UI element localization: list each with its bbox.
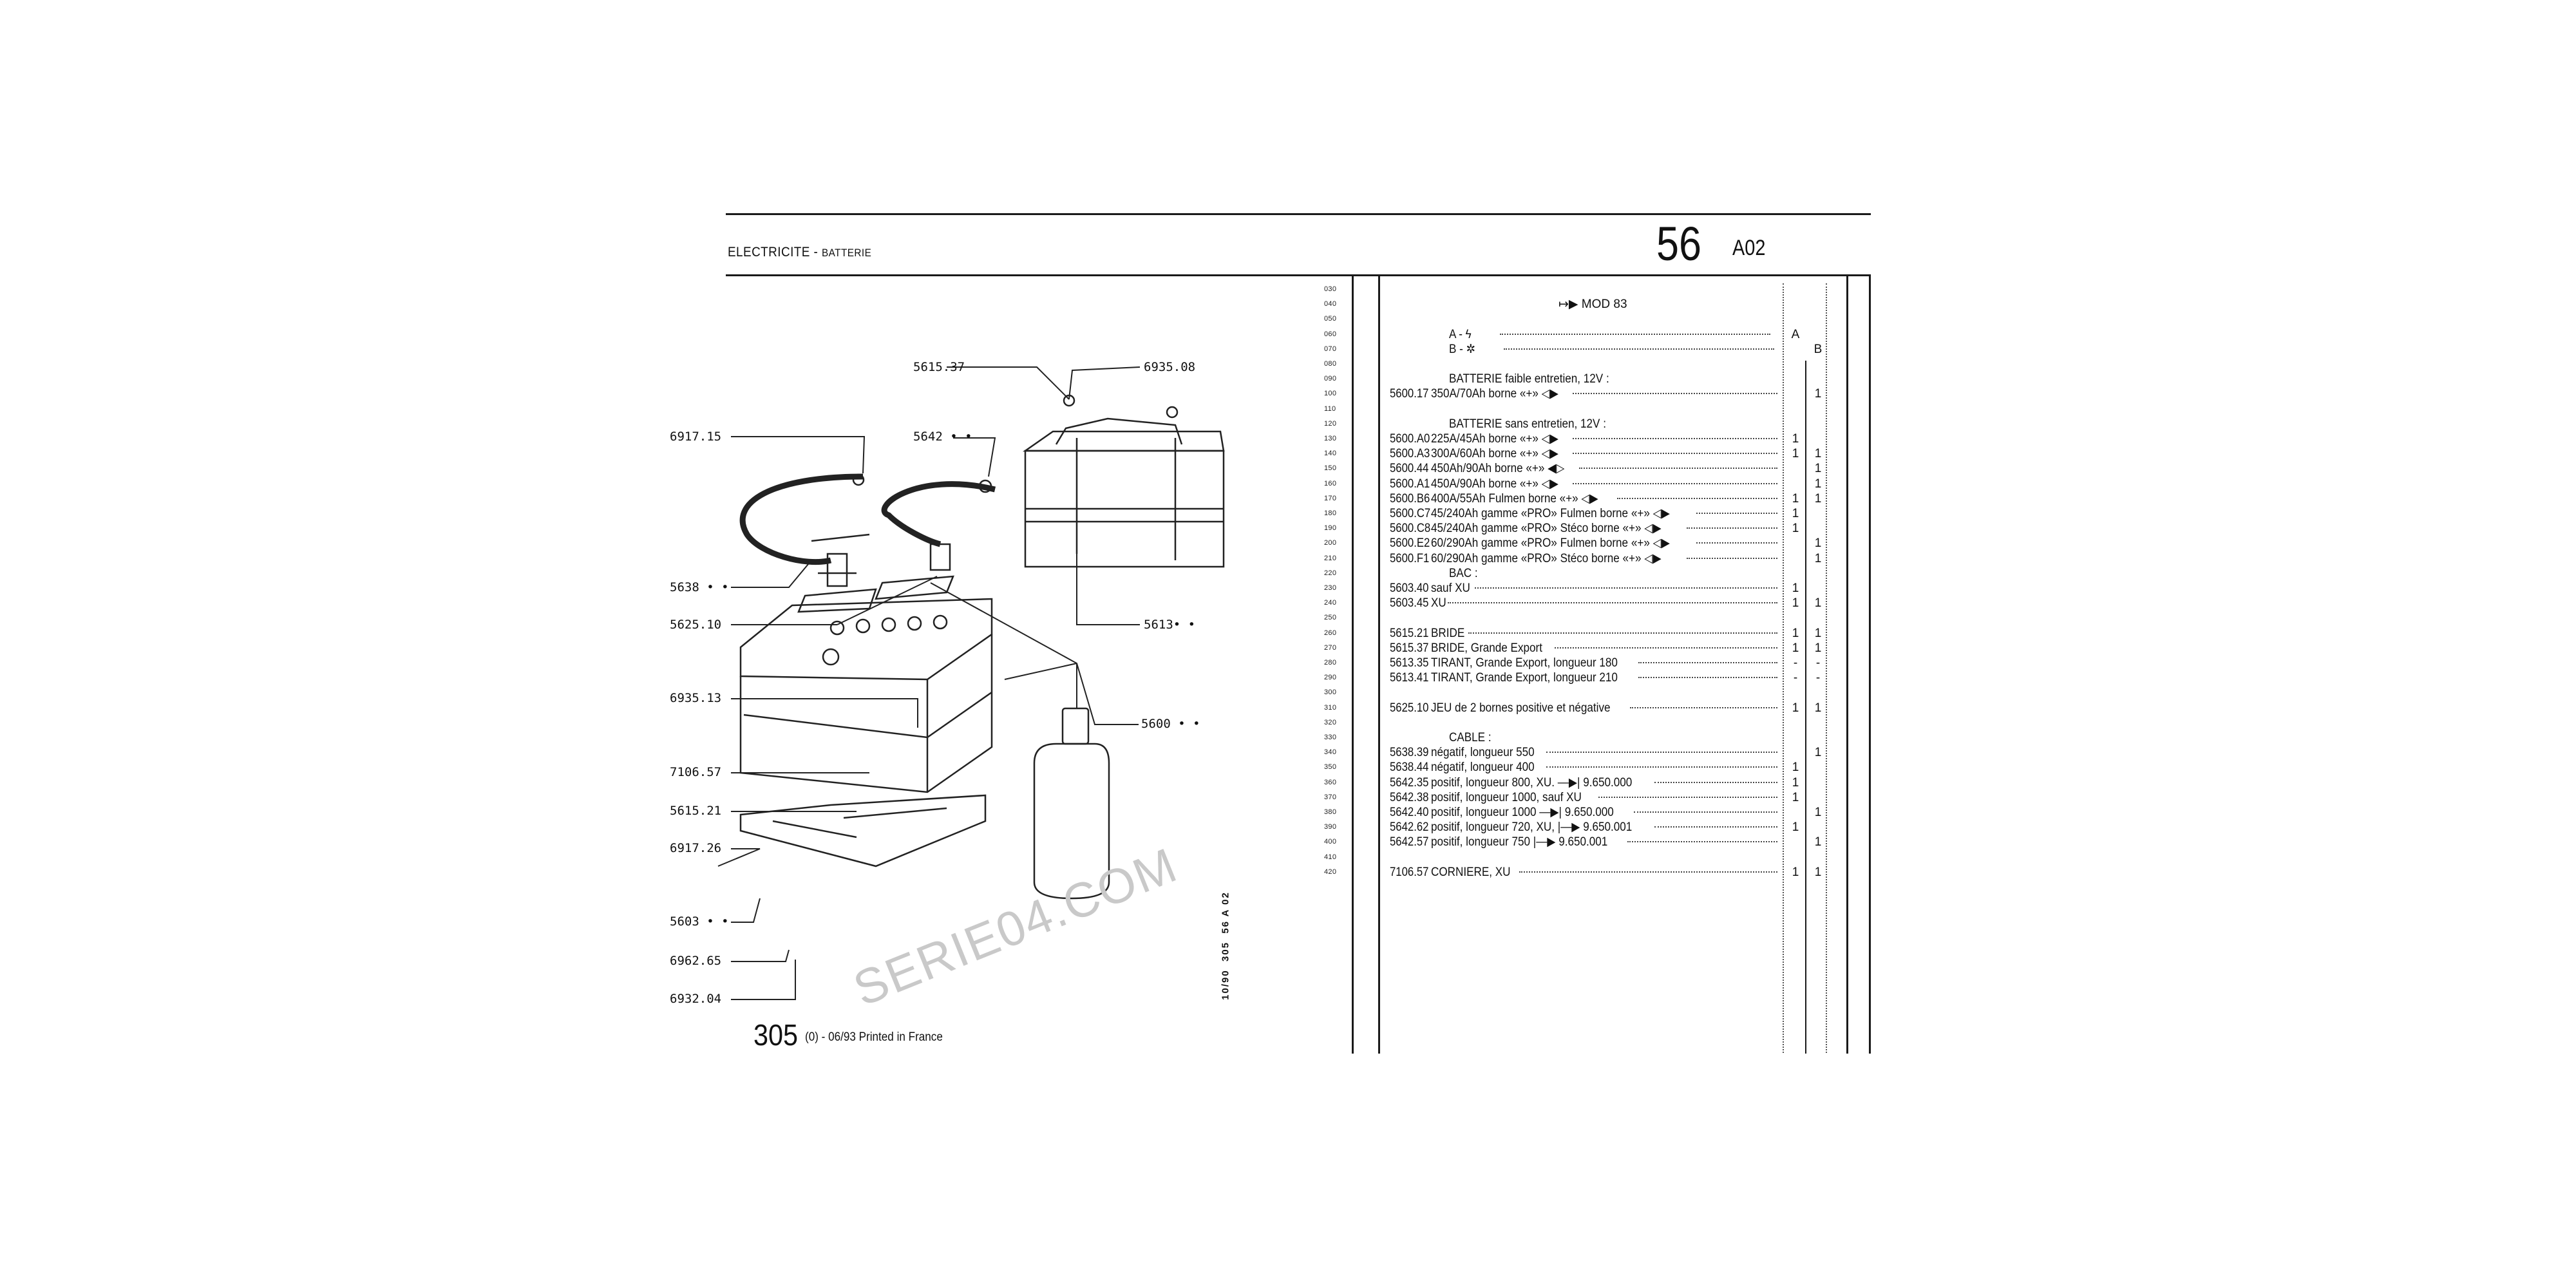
terminal-negative [826,553,848,587]
label-5638: 5638 • • [670,580,729,594]
header-bottom-rule [726,274,1871,276]
positive-cable [881,481,996,547]
label-5642: 5642 • • [913,430,972,444]
plate-number: A02 [1732,236,1766,260]
col-a-right-divider [1805,361,1806,1054]
group-number: 56 [1656,217,1701,270]
label-6917-26: 6917.26 [670,841,721,855]
drawing-labels: 5615.37 6935.08 6917.15 5642 • • 5638 • … [670,360,1200,1006]
battery-tray [739,794,987,867]
table-right-border [1869,276,1871,1054]
label-6917-15: 6917.15 [670,430,721,444]
top-rule [726,213,1871,215]
electrolyte-bottle [1033,707,1110,900]
label-5615-21: 5615.21 [670,804,721,818]
label-5613: 5613• • [1144,618,1195,632]
negative-cable [739,473,864,565]
col-b-right-divider [1826,283,1827,1053]
section-subtitle: BATTERIE [821,247,872,259]
page-title: ELECTRICITE - BATTERIE [728,245,871,260]
label-6935-08: 6935.08 [1144,360,1195,374]
col-a-left-divider [1783,283,1784,1053]
label-5603: 5603 • • [670,914,729,929]
drawing-lines [717,366,1225,1000]
line-number-divider [1352,276,1354,1054]
label-6935-13: 6935.13 [670,691,721,705]
label-6962-65: 6962.65 [670,954,721,968]
battery-grande-export [1023,394,1225,568]
col-c-divider [1846,276,1848,1054]
terminal-positive [929,543,951,571]
label-6932-04: 6932.04 [670,992,721,1006]
label-7106-57: 7106.57 [670,765,721,779]
vertical-reference: 10/90 305 56 A 02 [1220,891,1231,1000]
section-title: ELECTRICITE - [728,245,822,260]
leader-lines [717,366,1141,1000]
ref-column-divider [1378,276,1380,1054]
footer-edition: (0) - 06/93 Printed in France [805,1030,943,1044]
label-5600: 5600 • • [1141,717,1200,731]
label-5625-10: 5625.10 [670,618,721,632]
battery-main [739,575,993,793]
label-5615-37: 5615.37 [913,360,965,374]
footer-model: 305 [753,1018,799,1052]
